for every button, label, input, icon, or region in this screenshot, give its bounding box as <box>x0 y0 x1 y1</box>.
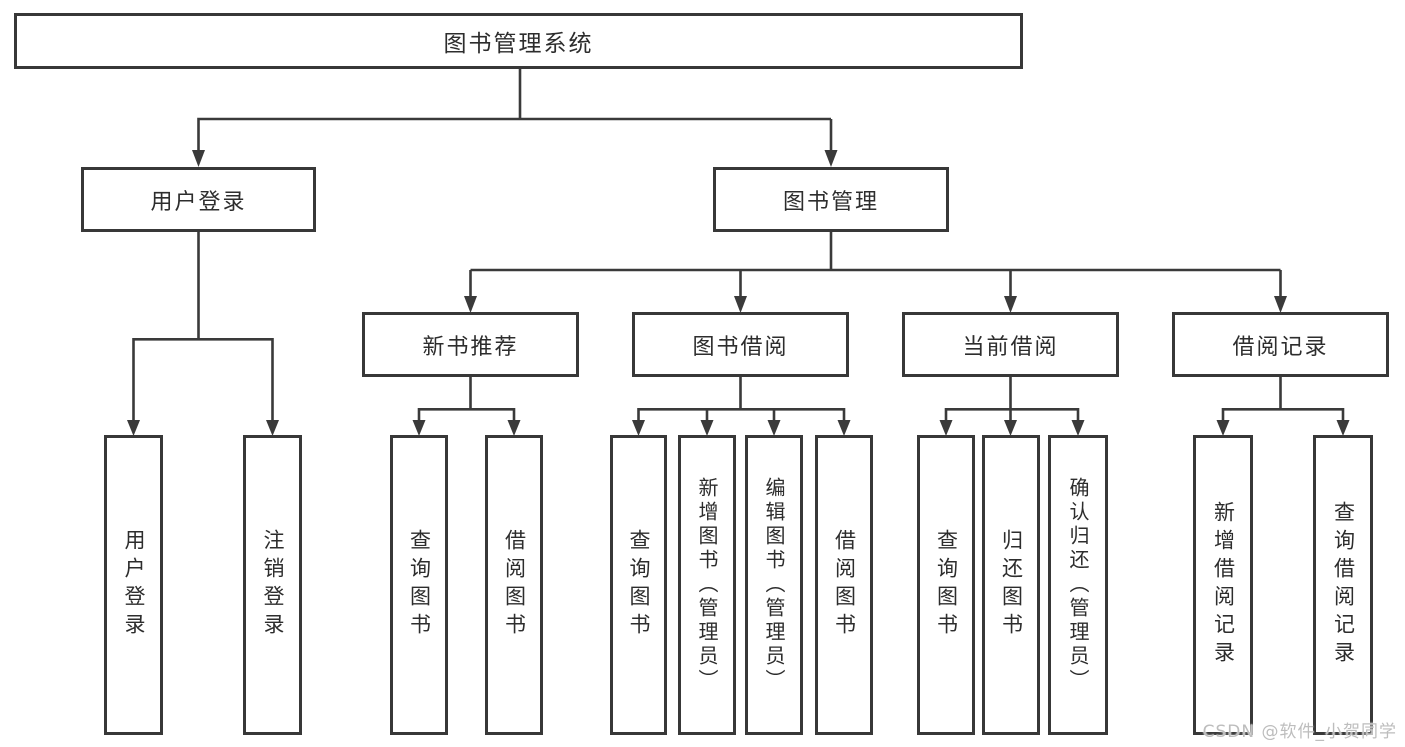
leaf-cb-query-book-label: 查询图书 <box>934 529 959 641</box>
leaf-cb-return-book-label: 归还图书 <box>999 529 1024 641</box>
leaf-br-query-record: 查询借阅记录 <box>1313 435 1373 735</box>
leaf-rec-query-book-label: 查询图书 <box>407 529 432 641</box>
node-book-management-label: 图书管理 <box>782 189 879 215</box>
leaf-logout-label: 注销登录 <box>261 529 285 641</box>
leaf-br-query-record-label: 查询借阅记录 <box>1331 501 1356 669</box>
leaf-bb-query-book-label: 查询图书 <box>627 529 651 641</box>
leaf-rec-query-book: 查询图书 <box>390 435 448 735</box>
leaf-cb-confirm-return-admin: 确认归还（管理员） <box>1048 435 1108 735</box>
node-new-book-recommend: 新书推荐 <box>362 312 579 377</box>
node-root-label: 图书管理系统 <box>443 31 594 57</box>
leaf-rec-borrow-book: 借阅图书 <box>485 435 543 735</box>
node-book-borrow: 图书借阅 <box>632 312 849 377</box>
leaf-bb-edit-book-admin: 编辑图书（管理员） <box>745 435 803 735</box>
node-root: 图书管理系统 <box>14 13 1023 69</box>
leaf-bb-borrow-book-label: 借阅图书 <box>832 529 857 641</box>
node-borrow-record-label: 借阅记录 <box>1232 334 1329 360</box>
leaf-bb-borrow-book: 借阅图书 <box>815 435 873 735</box>
leaf-bb-query-book: 查询图书 <box>610 435 667 735</box>
leaf-user-login: 用户登录 <box>104 435 163 735</box>
node-book-management: 图书管理 <box>713 167 949 232</box>
connector-root-to-level2 <box>192 69 838 167</box>
node-new-book-recommend-label: 新书推荐 <box>422 334 519 360</box>
leaf-cb-confirm-return-admin-label: 确认归还（管理员） <box>1066 477 1090 693</box>
node-user-login-label: 用户登录 <box>150 189 247 215</box>
connector-bookborrow-to-leaves <box>632 377 851 436</box>
node-borrow-record: 借阅记录 <box>1172 312 1389 377</box>
leaf-bb-edit-book-admin-label: 编辑图书（管理员） <box>762 477 786 693</box>
leaf-cb-query-book: 查询图书 <box>917 435 975 735</box>
node-user-login: 用户登录 <box>81 167 316 232</box>
leaf-bb-add-book-admin: 新增图书（管理员） <box>678 435 736 735</box>
watermark: CSDN @软件_小贺同学 <box>1202 722 1397 742</box>
leaf-logout: 注销登录 <box>243 435 302 735</box>
node-current-borrow: 当前借阅 <box>902 312 1119 377</box>
connector-userlogin-to-leaves <box>127 232 279 436</box>
connector-newbookrec-to-leaves <box>412 377 521 436</box>
connector-borrowrecord-to-leaves <box>1216 377 1350 436</box>
leaf-br-add-record: 新增借阅记录 <box>1193 435 1253 735</box>
connector-bookmgmt-to-level3 <box>464 232 1287 313</box>
node-current-borrow-label: 当前借阅 <box>962 334 1059 360</box>
leaf-cb-return-book: 归还图书 <box>982 435 1040 735</box>
node-book-borrow-label: 图书借阅 <box>692 334 789 360</box>
connector-currentborrow-to-leaves <box>939 377 1085 436</box>
leaf-user-login-label: 用户登录 <box>122 529 146 641</box>
leaf-bb-add-book-admin-label: 新增图书（管理员） <box>695 477 719 693</box>
leaf-br-add-record-label: 新增借阅记录 <box>1211 501 1236 669</box>
leaf-rec-borrow-book-label: 借阅图书 <box>502 529 527 641</box>
